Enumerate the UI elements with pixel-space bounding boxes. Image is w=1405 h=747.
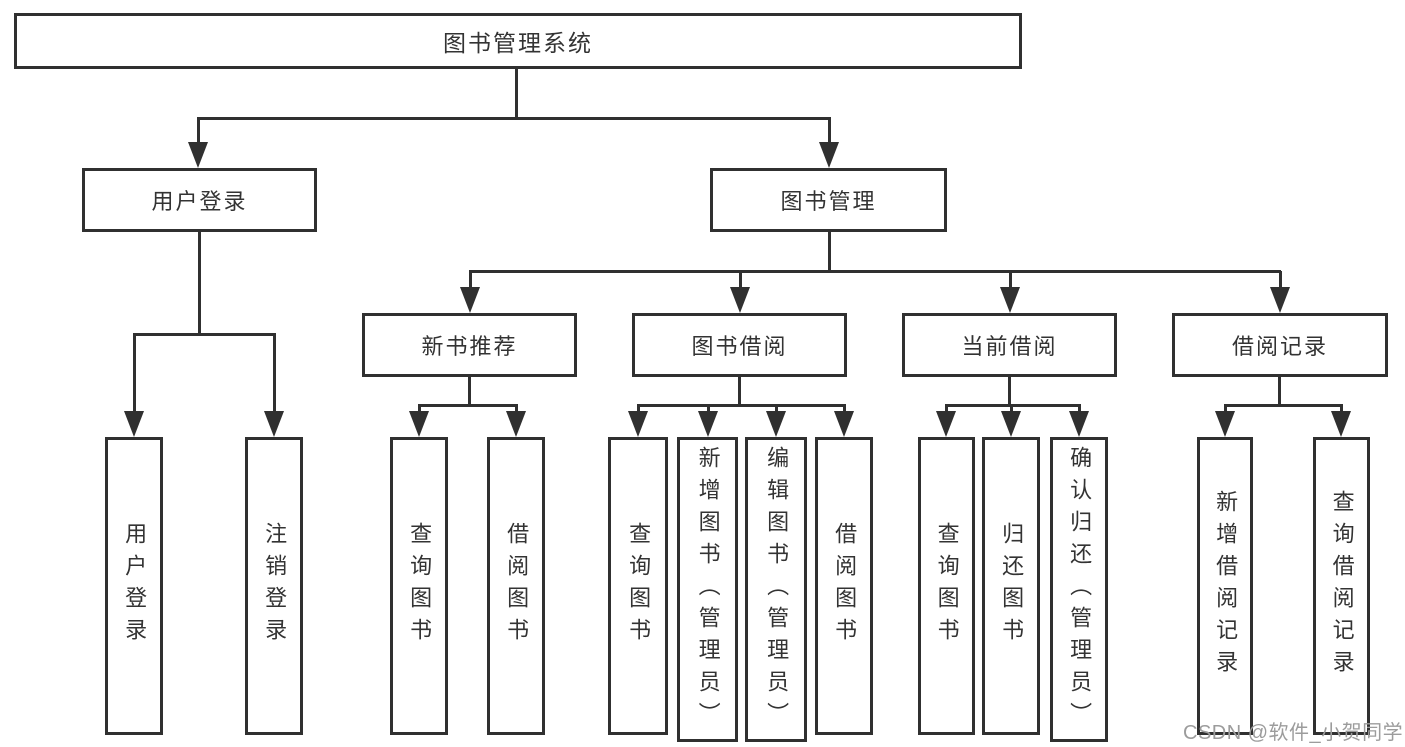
- connector-line: [1224, 404, 1343, 407]
- connector-line: [133, 334, 136, 414]
- leaf-return-books: 归还图书: [982, 437, 1040, 735]
- connector-line: [1078, 405, 1081, 413]
- csdn-watermark: CSDN @软件_小贺同学: [1183, 722, 1404, 744]
- connector-line: [738, 377, 741, 405]
- node-borrowing-records: 借阅记录: [1172, 313, 1388, 377]
- arrow-down-icon: [730, 287, 750, 313]
- leaf-label: 借阅图书: [504, 522, 530, 650]
- connector-line: [1278, 377, 1281, 405]
- arrow-down-icon: [1001, 411, 1021, 437]
- connector-line: [637, 405, 640, 413]
- node-book-borrowing: 图书借阅: [632, 313, 847, 377]
- node-label: 用户登录: [151, 189, 248, 214]
- leaf-label: 用户登录: [122, 522, 148, 650]
- node-new-book-recommendation: 新书推荐: [362, 313, 577, 377]
- leaf-add-books-admin: 新增图书（管理员）: [677, 437, 738, 742]
- connector-line: [828, 232, 831, 271]
- arrow-down-icon: [1331, 411, 1351, 437]
- connector-line: [418, 404, 518, 407]
- connector-line: [707, 405, 710, 413]
- connector-line: [945, 404, 1081, 407]
- node-label: 新书推荐: [421, 334, 518, 359]
- leaf-label: 归还图书: [999, 522, 1025, 650]
- node-label: 图书管理: [780, 189, 877, 214]
- leaf-confirm-return-admin: 确认归还（管理员）: [1050, 437, 1108, 742]
- node-label: 当前借阅: [961, 334, 1058, 359]
- leaf-label: 注销登录: [262, 522, 288, 650]
- arrow-down-icon: [698, 411, 718, 437]
- arrow-down-icon: [409, 411, 429, 437]
- leaf-query-borrow-record: 查询借阅记录: [1313, 437, 1370, 735]
- arrow-down-icon: [1215, 411, 1235, 437]
- node-root-label: 图书管理系统: [443, 30, 593, 56]
- connector-line: [1008, 377, 1011, 405]
- connector-line: [828, 118, 831, 146]
- connector-line: [469, 271, 472, 289]
- connector-line: [739, 271, 742, 289]
- leaf-label: 查询图书: [626, 522, 652, 650]
- connector-line: [843, 405, 846, 413]
- connector-line: [1279, 271, 1282, 289]
- arrow-down-icon: [766, 411, 786, 437]
- leaf-query-books-borrow: 查询图书: [608, 437, 668, 735]
- connector-line: [775, 405, 778, 413]
- leaf-label: 借阅图书: [832, 522, 858, 650]
- arrow-down-icon: [188, 142, 208, 168]
- arrow-down-icon: [819, 142, 839, 168]
- connector-line: [945, 405, 948, 413]
- node-current-borrowing: 当前借阅: [902, 313, 1117, 377]
- connector-line: [197, 118, 200, 146]
- connector-line: [418, 405, 421, 413]
- leaf-label: 查询借阅记录: [1329, 490, 1355, 682]
- leaf-edit-books-admin: 编辑图书（管理员）: [745, 437, 807, 742]
- leaf-label: 编辑图书（管理员）: [764, 445, 790, 734]
- connector-line: [273, 334, 276, 414]
- connector-line: [1009, 271, 1012, 289]
- leaf-user-login: 用户登录: [105, 437, 163, 735]
- connector-line: [637, 404, 846, 407]
- leaf-borrow-books-borrow: 借阅图书: [815, 437, 873, 735]
- connector-line: [1340, 405, 1343, 413]
- arrow-down-icon: [124, 411, 144, 437]
- leaf-query-books-recommend: 查询图书: [390, 437, 448, 735]
- leaf-label: 新增借阅记录: [1213, 490, 1239, 682]
- connector-line: [468, 377, 471, 405]
- connector-line: [515, 405, 518, 413]
- connector-line: [469, 270, 1281, 273]
- arrow-down-icon: [628, 411, 648, 437]
- arrow-down-icon: [1069, 411, 1089, 437]
- node-root: 图书管理系统: [14, 13, 1022, 69]
- arrow-down-icon: [834, 411, 854, 437]
- connector-line: [197, 117, 831, 120]
- leaf-borrow-books-recommend: 借阅图书: [487, 437, 545, 735]
- leaf-label: 查询图书: [934, 522, 960, 650]
- connector-line: [198, 232, 201, 334]
- node-book-management: 图书管理: [710, 168, 947, 232]
- connector-line: [515, 69, 518, 118]
- leaf-label: 查询图书: [407, 522, 433, 650]
- arrow-down-icon: [1000, 287, 1020, 313]
- arrow-down-icon: [264, 411, 284, 437]
- node-label: 图书借阅: [691, 334, 788, 359]
- leaf-query-books-current: 查询图书: [918, 437, 975, 735]
- connector-line: [1224, 405, 1227, 413]
- leaf-label: 新增图书（管理员）: [695, 445, 721, 734]
- leaf-add-borrow-record: 新增借阅记录: [1197, 437, 1253, 735]
- arrow-down-icon: [936, 411, 956, 437]
- arrow-down-icon: [1270, 287, 1290, 313]
- arrow-down-icon: [460, 287, 480, 313]
- node-label: 借阅记录: [1231, 334, 1328, 359]
- leaf-logout: 注销登录: [245, 437, 303, 735]
- leaf-label: 确认归还（管理员）: [1067, 445, 1093, 734]
- connector-line: [1010, 405, 1013, 413]
- connector-line: [133, 333, 276, 336]
- arrow-down-icon: [506, 411, 526, 437]
- node-user-login: 用户登录: [82, 168, 317, 232]
